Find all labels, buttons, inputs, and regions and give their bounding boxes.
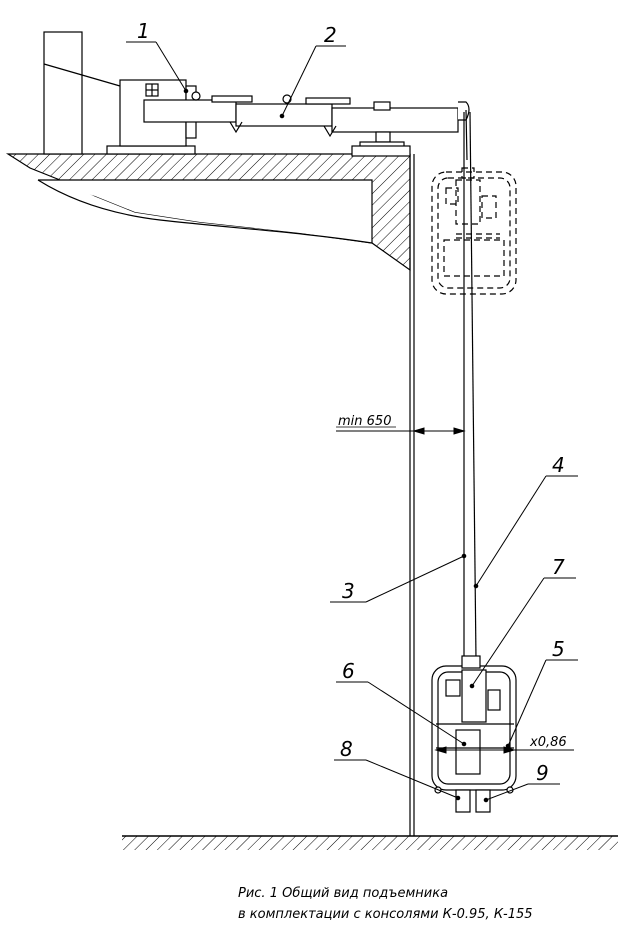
console-beam — [143, 91, 470, 151]
callout-7: 7 — [552, 555, 565, 579]
callout-1: 1 — [137, 19, 150, 43]
counterweight-post — [43, 31, 121, 155]
callout-2: 2 — [324, 23, 337, 47]
cables — [463, 109, 477, 661]
callout-9: 9 — [536, 761, 549, 785]
roof-slab — [5, 153, 411, 272]
callout-3: 3 — [342, 579, 355, 603]
callout-8: 8 — [340, 737, 353, 761]
dimension-x086-label: x0,86 — [529, 735, 567, 750]
callout-6: 6 — [342, 659, 355, 683]
callout-5: 5 — [552, 637, 565, 661]
dimension-x086 — [434, 746, 574, 754]
building-wall — [409, 154, 415, 836]
ground-line — [122, 835, 618, 850]
callout-4: 4 — [552, 453, 565, 477]
figure-caption-line-2: в комплектации с консолями К-0.95, К-155 — [238, 907, 533, 922]
cradle-upper-position — [431, 167, 517, 295]
figure-caption-line-1: Рис. 1 Общий вид подъемника — [238, 886, 448, 901]
cradle-lower-position — [431, 655, 517, 813]
winch-unit — [106, 79, 197, 155]
dimension-min-650 — [336, 426, 466, 435]
dimension-min-650-label: min 650 — [338, 414, 391, 429]
console-support — [351, 145, 411, 157]
leader-lines — [126, 41, 578, 803]
